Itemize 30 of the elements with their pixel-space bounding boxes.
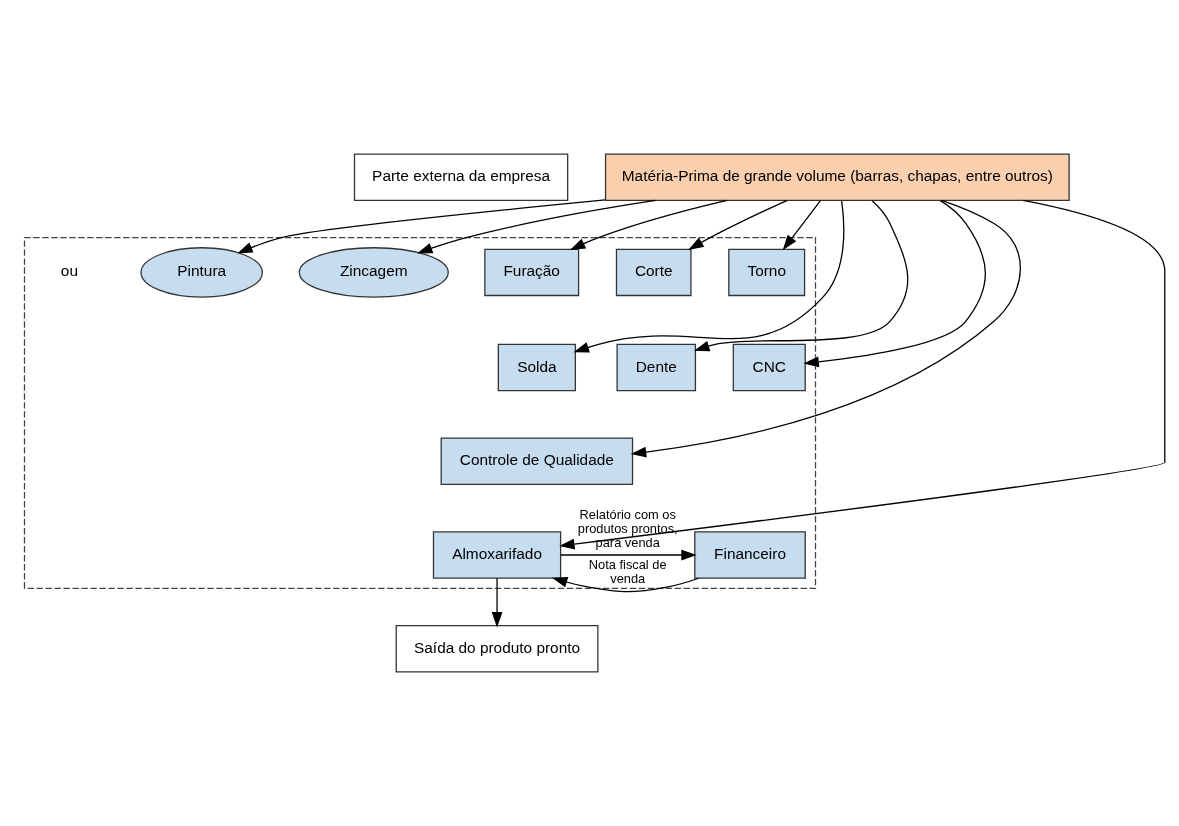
arrow [782, 199, 822, 251]
node-box: CNC [732, 343, 806, 392]
node-box: Financeiro [694, 531, 806, 579]
edge-label: Relatório com os produtos prontos, para venda [577, 507, 678, 551]
arrow [552, 577, 700, 593]
node-box: Torno [728, 248, 806, 297]
label: ou [60, 262, 78, 280]
node-box: Almoxarifado [432, 531, 562, 579]
edge-label: Nota fiscal de venda [588, 557, 667, 587]
arrow [688, 199, 788, 250]
arrow [560, 549, 697, 561]
node-box: Saída do produto pronto [395, 625, 599, 673]
arrow [569, 199, 728, 251]
node-ellipse: Zincagem [298, 247, 449, 298]
arrow [630, 199, 1021, 458]
node-ellipse: Pintura [140, 247, 263, 298]
node-box: Solda [497, 343, 576, 392]
node-box: Matéria-Prima de grande volume (barras, chapas, entre outros) [604, 153, 1070, 201]
arrow [237, 199, 606, 254]
node-box: Parte externa da empresa [353, 153, 569, 201]
arrow [559, 199, 1166, 550]
arrow [573, 199, 845, 353]
arrow [694, 200, 909, 352]
arrow [417, 199, 657, 254]
node-box: Corte [615, 248, 692, 297]
node-box: Controle de Qualidade [440, 437, 634, 485]
node-box: Furação [484, 248, 580, 297]
node-box: Dente [616, 343, 697, 392]
arrow [491, 577, 503, 628]
arrow [803, 200, 986, 368]
